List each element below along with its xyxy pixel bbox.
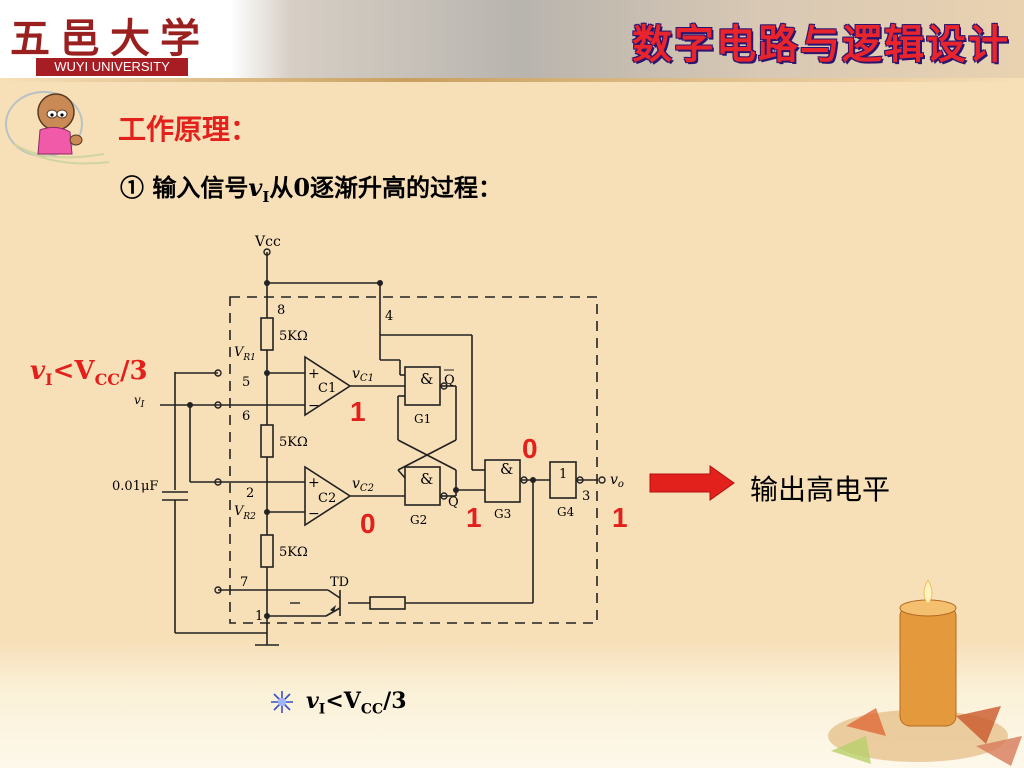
vr1-sub: R1 <box>242 353 256 363</box>
condition-sub: CC <box>94 370 121 390</box>
step-prefix: ① 输入信号 <box>120 173 249 202</box>
g2-label: G2 <box>410 513 427 527</box>
bottom-var: v <box>306 688 319 714</box>
td-label: TD <box>330 575 349 590</box>
c1-output-bit: 1 <box>350 396 366 427</box>
resistor-3-label: 5KΩ <box>279 545 308 560</box>
vi-var: v <box>134 393 141 407</box>
input-condition-label: vI<VCC/3 <box>30 356 148 389</box>
step-description: ① 输入信号vI从0逐渐升高的过程： <box>120 168 502 206</box>
logo-chinese-text: 五邑大学 <box>10 15 210 62</box>
course-title: 数字电路与逻辑设计 <box>632 22 1010 68</box>
condition-op: <V <box>52 356 95 386</box>
c1-plus: + <box>308 366 320 382</box>
output-arrow-icon <box>649 465 735 501</box>
g4-not-symbol: 1 <box>559 467 567 482</box>
header-banner: 五邑大学 WUYI UNIVERSITY 数字电路与逻辑设计 <box>0 0 1024 78</box>
condition-tail: /3 <box>120 356 148 386</box>
university-logo: 五邑大学 WUYI UNIVERSITY <box>0 0 222 78</box>
c2-minus: − <box>308 506 320 522</box>
pin-5-label: 5 <box>242 375 250 390</box>
g4-label: G4 <box>557 505 575 519</box>
resistor-1-label: 5KΩ <box>279 329 308 344</box>
section-title: 工作原理： <box>118 113 259 146</box>
vr1-var: V <box>234 345 245 360</box>
pin-6-label: 6 <box>242 409 250 424</box>
header-divider <box>0 78 1024 82</box>
vi-sub: I <box>140 400 145 410</box>
vc2-var: v <box>352 476 360 492</box>
g1-label: G1 <box>414 412 431 426</box>
step-var: v <box>248 173 263 202</box>
vr1-label: VR1 <box>234 345 256 363</box>
pin-7-label: 7 <box>240 575 248 590</box>
vo-output-bit: 1 <box>612 502 628 533</box>
vr2-sub: R2 <box>242 512 256 522</box>
vc2-sub: C2 <box>360 483 374 494</box>
star-bullet-icon <box>271 691 293 713</box>
c2-plus: + <box>308 475 320 491</box>
cartoon-mascot-icon <box>5 91 110 165</box>
vo-sub: o <box>618 479 624 490</box>
vc1-label: vC1 <box>352 366 374 384</box>
bottom-var-sub: I <box>318 701 326 718</box>
vc2-label: vC2 <box>352 476 374 494</box>
vo-label: vo <box>610 472 624 490</box>
c2-output-bit: 0 <box>360 508 376 539</box>
candle-decoration-icon <box>828 578 1022 766</box>
g1-qbar-label: Q <box>444 373 455 388</box>
g3-label: G3 <box>494 507 511 521</box>
vc1-var: v <box>352 366 360 382</box>
vi-label: vI <box>134 393 145 410</box>
pin-8-label: 8 <box>277 303 285 318</box>
bottom-tail: /3 <box>383 688 407 714</box>
capacitor-label: 0.01μF <box>112 479 158 494</box>
pin-4-label: 4 <box>385 309 393 324</box>
pin-3-label: 3 <box>582 489 590 504</box>
c1-label: C1 <box>318 381 336 396</box>
pin-1-label: 1 <box>255 609 263 624</box>
c2-label: C2 <box>318 491 336 506</box>
step-var-sub: I <box>262 187 270 206</box>
vo-var: v <box>610 472 618 488</box>
resistor-2-label: 5KΩ <box>279 435 308 450</box>
g3-input-bit: 0 <box>522 433 538 464</box>
bottom-condition-note: vI<VCC/3 <box>306 688 407 717</box>
condition-var-sub: I <box>45 370 53 390</box>
c1-minus: − <box>308 398 320 414</box>
pin-2-label: 2 <box>246 486 254 501</box>
bottom-op: <V <box>325 688 361 714</box>
logo-english-text: WUYI UNIVERSITY <box>36 58 188 76</box>
vr2-var: V <box>234 504 245 519</box>
step-suffix: 从0逐渐升高的过程： <box>269 173 503 202</box>
g1-and-symbol: & <box>420 370 433 388</box>
g3-output-bit: 1 <box>466 502 482 533</box>
bottom-sub: CC <box>360 701 384 718</box>
condition-var: v <box>30 356 46 386</box>
vc1-sub: C1 <box>360 373 374 384</box>
g2-q-label: Q <box>448 495 459 510</box>
vr2-label: VR2 <box>234 504 256 522</box>
output-high-level-text: 输出高电平 <box>750 473 891 506</box>
vcc-label: Vcc <box>254 234 281 250</box>
g3-and-symbol: & <box>500 460 513 478</box>
g2-and-symbol: & <box>420 470 433 488</box>
